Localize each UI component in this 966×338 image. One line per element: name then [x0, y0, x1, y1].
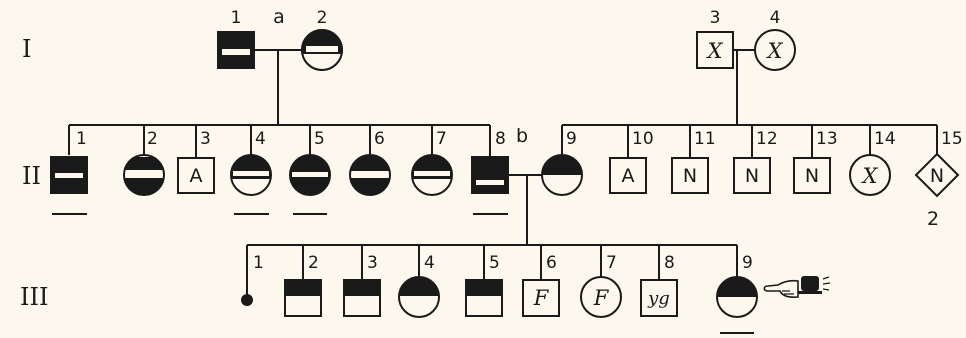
- number-III7: 7: [606, 253, 617, 273]
- individual-I2: [301, 29, 343, 71]
- generation-label-III: III: [20, 283, 48, 311]
- number-II7: 7: [436, 129, 447, 149]
- individual-I4: X: [754, 29, 796, 71]
- individual-II9: [541, 154, 583, 196]
- symbol-text-III8: yg: [647, 288, 670, 309]
- number-II8: 8: [495, 129, 506, 149]
- number-II15: 15: [941, 129, 963, 149]
- individual-II10: A: [609, 157, 647, 194]
- individual-II3: A: [177, 157, 215, 194]
- individual-II8: [471, 156, 509, 194]
- generation-label-I: I: [22, 35, 31, 63]
- symbol-text-III6: F: [533, 286, 550, 310]
- individual-III1: [241, 294, 253, 306]
- symbol-text-II14: X: [861, 164, 879, 188]
- individual-II13: N: [793, 157, 831, 194]
- symbol-text-I3: X: [706, 39, 724, 63]
- symbol-text-II15: N: [930, 165, 944, 187]
- number-I2: 2: [317, 8, 328, 28]
- count-label-II15: 2: [927, 208, 939, 230]
- number-III8: 8: [664, 253, 675, 273]
- individual-III4: [398, 276, 440, 318]
- number-III2: 2: [308, 253, 319, 273]
- number-II12: 12: [756, 129, 778, 149]
- pointing-hand-icon: [763, 276, 831, 298]
- symbol-text-II13: N: [805, 165, 819, 187]
- couple-label-a: a: [273, 6, 285, 28]
- individual-III9: [716, 276, 758, 318]
- number-II14: 14: [874, 129, 896, 149]
- number-I1: 1: [231, 8, 242, 28]
- symbol-text-II11: N: [683, 165, 697, 187]
- couple-label-b: b: [516, 125, 528, 147]
- individual-II7: [411, 154, 453, 196]
- number-II9: 9: [566, 129, 577, 149]
- number-III1: 1: [253, 253, 264, 273]
- number-III5: 5: [489, 253, 500, 273]
- individual-III2: [284, 279, 322, 317]
- individual-II4: [230, 154, 272, 196]
- number-III3: 3: [367, 253, 378, 273]
- individual-I3: X: [696, 31, 734, 69]
- number-II13: 13: [816, 129, 838, 149]
- number-I3: 3: [710, 8, 721, 28]
- individual-III3: [343, 279, 381, 317]
- number-II4: 4: [255, 129, 266, 149]
- number-II5: 5: [314, 129, 325, 149]
- symbol-text-II10: A: [622, 165, 635, 187]
- individual-II6: [349, 154, 391, 196]
- number-II6: 6: [374, 129, 385, 149]
- generation-label-II: II: [22, 162, 41, 190]
- number-II2: 2: [147, 129, 158, 149]
- symbol-text-II3: A: [190, 165, 203, 187]
- number-III9: 9: [742, 253, 753, 273]
- symbol-text-I4: X: [766, 39, 784, 63]
- individual-II1: [50, 156, 88, 194]
- individual-III5: [465, 279, 503, 317]
- individual-II2: [123, 154, 165, 196]
- number-I4: 4: [770, 8, 781, 28]
- individual-II15: N 2: [914, 152, 960, 230]
- individual-II12: N: [733, 157, 771, 194]
- number-II10: 10: [632, 129, 654, 149]
- symbol-text-III7: F: [593, 286, 610, 310]
- individual-II14: X: [849, 154, 891, 196]
- symbol-text-II12: N: [745, 165, 759, 187]
- number-III6: 6: [546, 253, 557, 273]
- individual-I1: [217, 31, 255, 69]
- individual-III8: yg: [640, 279, 678, 317]
- individual-II5: [289, 154, 331, 196]
- number-II1: 1: [76, 129, 87, 149]
- individual-II11: N: [671, 157, 709, 194]
- number-II3: 3: [200, 129, 211, 149]
- number-III4: 4: [424, 253, 435, 273]
- individual-III7: F: [580, 276, 622, 318]
- number-II11: 11: [694, 129, 716, 149]
- individual-III6: F: [522, 279, 560, 317]
